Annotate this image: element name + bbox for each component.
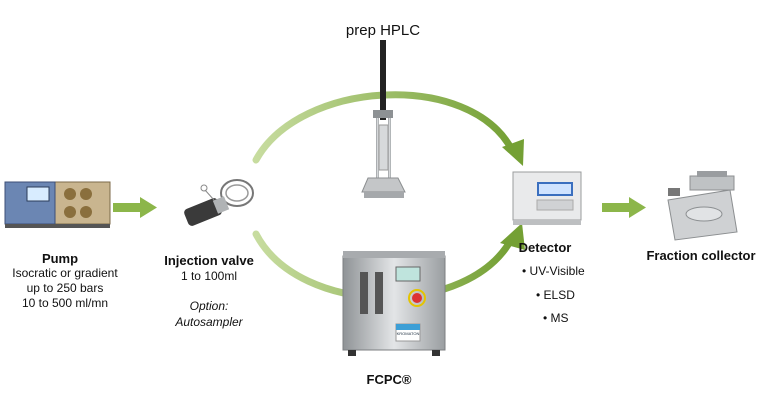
fcpc-badge: KROMATON xyxy=(396,331,420,336)
hplc-column-image xyxy=(361,40,406,198)
fcpc-image xyxy=(342,251,446,356)
fcpc-label: FCPC® xyxy=(366,372,412,387)
injection-option-label: Option: xyxy=(189,299,229,313)
pump-detail-2: up to 250 bars xyxy=(26,281,104,295)
flow-arrow-bottom-head xyxy=(500,223,525,250)
flow-arrow-top-head xyxy=(502,139,524,166)
detector-item-uv-visible: • UV-Visible xyxy=(522,264,585,278)
pump-detail-3: 10 to 500 ml/mn xyxy=(21,296,109,310)
injection-valve-label: Injection valve xyxy=(164,253,254,268)
injection-option-value: Autosampler xyxy=(175,315,243,329)
detector-item-ms: • MS xyxy=(543,311,569,325)
pump-image xyxy=(4,181,111,228)
diagram-title: prep HPLC xyxy=(345,22,421,39)
injection-valve-range: 1 to 100ml xyxy=(180,269,238,283)
flow-arrow-detector-to-collector xyxy=(602,203,630,212)
detector-image xyxy=(512,171,582,225)
fraction-collector-label: Fraction collector xyxy=(646,248,756,263)
fraction-collector-image xyxy=(667,171,738,241)
pump-label: Pump xyxy=(41,251,79,266)
injection-valve-image xyxy=(184,179,254,226)
detector-label: Detector xyxy=(518,240,572,255)
flow-arrow-pump-to-injection xyxy=(113,203,141,212)
detector-item-elsd: • ELSD xyxy=(536,288,575,302)
pump-detail-1: Isocratic or gradient xyxy=(12,266,118,280)
